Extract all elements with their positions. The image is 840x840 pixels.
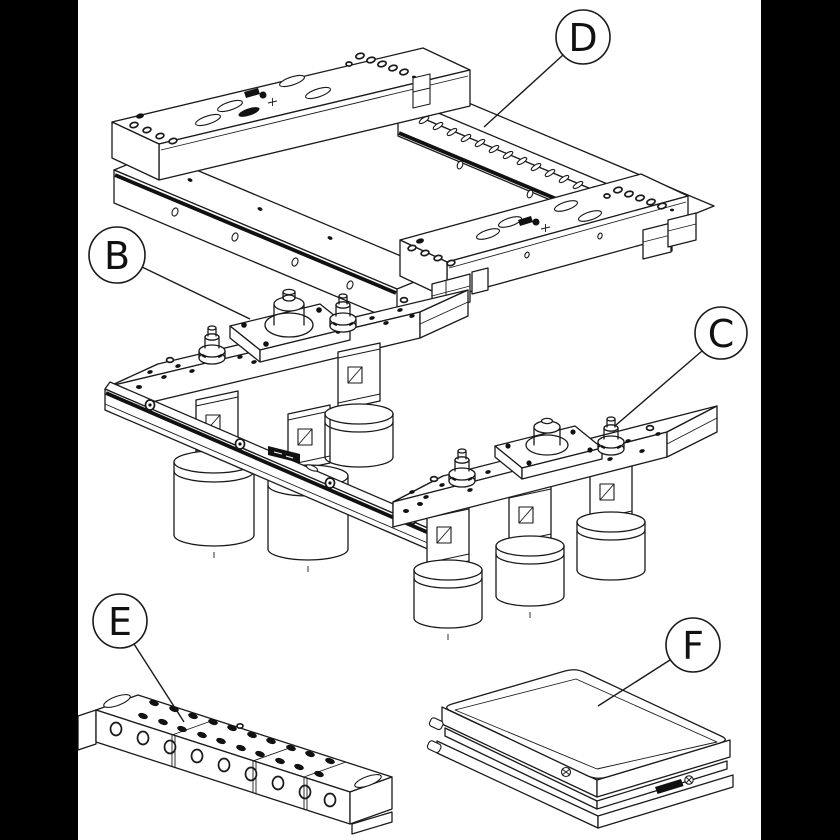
rail-e-front-holes <box>109 721 337 808</box>
leader-line-b <box>141 266 251 320</box>
callout-circle-b <box>88 226 146 284</box>
chuck-module-c <box>494 417 603 480</box>
part-pallet-stack-f <box>426 669 734 829</box>
callout-letter-e: E <box>108 600 132 644</box>
callout-letter-c: C <box>708 312 735 356</box>
frame-crossbar-right <box>399 173 697 313</box>
right-letterbox-bar <box>761 0 840 840</box>
leader-line-c <box>615 350 703 426</box>
leader-line-e <box>133 643 185 723</box>
callouts: D B C E F <box>88 9 748 723</box>
rail-e-top-holes <box>138 699 335 778</box>
part-clamp-rail-c <box>392 405 718 640</box>
callout-circle-f <box>665 617 721 673</box>
leader-line-d <box>483 54 564 128</box>
callout-letter-b: B <box>104 234 130 278</box>
leader-line-f <box>597 659 671 707</box>
callout-letter-d: D <box>568 16 597 60</box>
callout-circle-c <box>694 306 748 360</box>
part-drilled-rail-e <box>77 694 393 835</box>
rail-name-plate <box>268 446 300 463</box>
callout-circle-e <box>92 593 148 649</box>
support-cylinders-c <box>413 511 646 640</box>
chuck-module-b <box>229 288 351 363</box>
part-frame-d <box>111 47 715 323</box>
callout-circle-d <box>555 9 611 65</box>
brand-mark <box>655 775 694 794</box>
callout-letter-f: F <box>682 624 704 668</box>
left-letterbox-bar <box>0 0 78 840</box>
frame-crossbar-left <box>111 47 471 181</box>
part-connecting-rail <box>104 381 452 554</box>
